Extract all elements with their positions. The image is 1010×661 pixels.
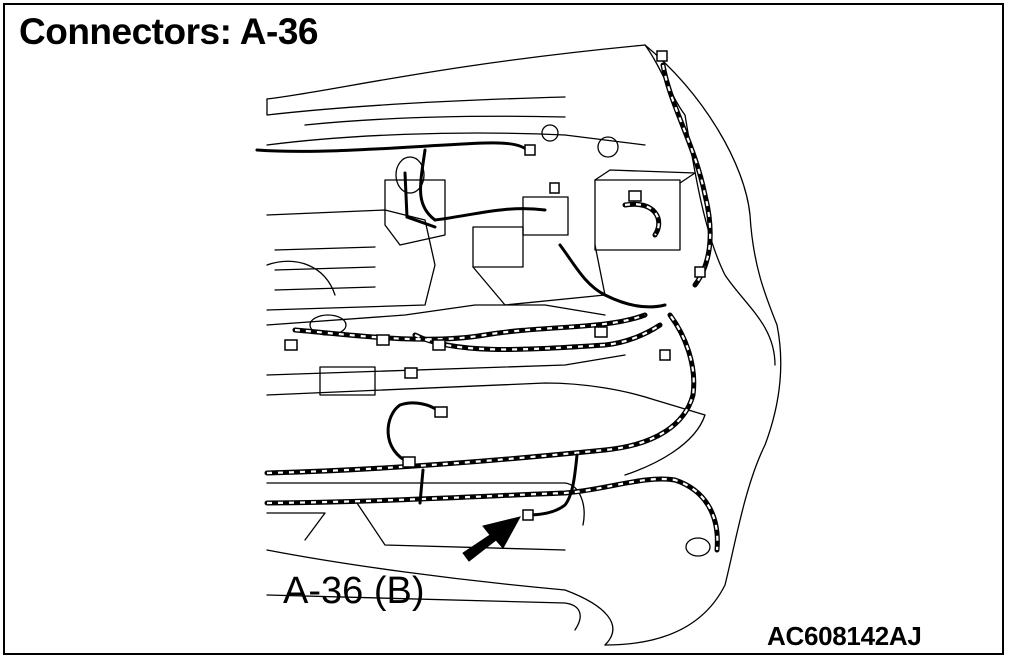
connector-fan bbox=[594, 326, 608, 338]
airbox bbox=[384, 179, 446, 246]
connector-engine-left bbox=[284, 339, 298, 351]
wire-cowl bbox=[255, 141, 532, 155]
radiator-cap-plate bbox=[319, 366, 376, 396]
connector-callout-label: A-36 (B) bbox=[283, 570, 425, 612]
battery-box-top bbox=[594, 169, 696, 184]
lower-grille bbox=[266, 594, 581, 631]
connector-engine-mid2 bbox=[432, 339, 446, 351]
wire-airbox bbox=[419, 148, 547, 222]
strut-tower bbox=[266, 260, 336, 296]
connector-radiator bbox=[404, 367, 418, 379]
figure-code: AC608142AJ bbox=[767, 621, 922, 651]
callout-arrow bbox=[462, 516, 521, 562]
connector-front bbox=[402, 456, 416, 468]
wire-relay bbox=[558, 243, 667, 309]
grille-inner bbox=[266, 499, 566, 551]
connector-hood bbox=[656, 50, 668, 62]
cowl-line bbox=[266, 132, 646, 146]
connector-fender bbox=[694, 266, 706, 278]
battery-box bbox=[594, 179, 681, 251]
connector-headlamp bbox=[659, 349, 671, 361]
wire-front-b bbox=[418, 468, 425, 505]
wire-front-a bbox=[386, 401, 439, 465]
relay-box bbox=[522, 196, 569, 236]
washer-cap bbox=[541, 124, 559, 142]
grille-top bbox=[266, 482, 585, 526]
fender-outline bbox=[604, 44, 782, 646]
diagram-title: Connectors: A-36 bbox=[19, 11, 319, 52]
connector-fuse bbox=[549, 182, 560, 194]
diagram-frame: Connectors: A-36 A-36 (B) AC608142AJ bbox=[3, 3, 1004, 655]
connector-battery bbox=[628, 190, 642, 202]
wire-sensor bbox=[403, 171, 437, 229]
radiator-support bbox=[266, 382, 706, 476]
bumper-outline bbox=[266, 549, 614, 646]
wire-a36 bbox=[525, 453, 579, 517]
air-filter-cap bbox=[395, 156, 425, 194]
connector-a36 bbox=[522, 509, 534, 521]
brake-fluid-cap bbox=[597, 136, 619, 158]
connector-engine-mid bbox=[376, 334, 390, 346]
harness-hood-right bbox=[660, 62, 713, 288]
engine-cover bbox=[266, 209, 436, 311]
hood-outline bbox=[266, 44, 776, 366]
engine-bay-illustration bbox=[255, 44, 782, 646]
hood-edge bbox=[266, 96, 566, 116]
cowl-line-2 bbox=[304, 115, 566, 126]
fog-lamp bbox=[685, 537, 711, 557]
harness-battery bbox=[622, 201, 662, 238]
fuse-box bbox=[472, 226, 524, 268]
fuse-box-body bbox=[472, 244, 606, 306]
connector-cowl bbox=[524, 144, 536, 156]
connector-horn bbox=[434, 406, 448, 418]
intake-manifold bbox=[266, 304, 606, 326]
engine-cover-ribs bbox=[274, 246, 376, 291]
radiator-upper bbox=[266, 354, 626, 376]
